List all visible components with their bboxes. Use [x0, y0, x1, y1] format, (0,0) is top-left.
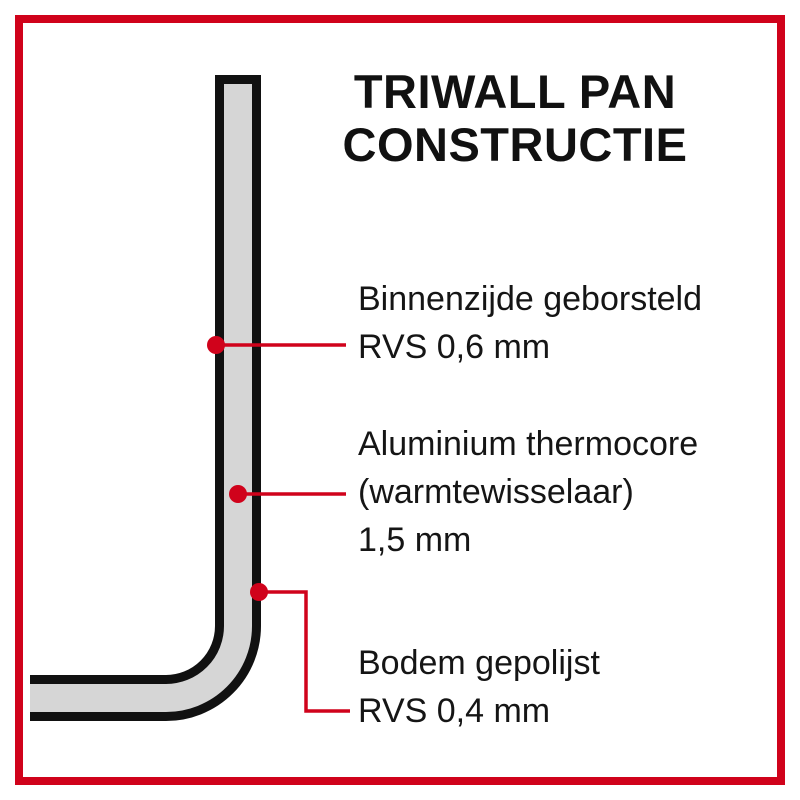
callout-label-inner-steel: Binnenzijde geborsteld RVS 0,6 mm — [358, 275, 783, 371]
callout-label-line: Aluminium thermocore — [358, 425, 699, 463]
callout-dot-aluminium-core — [229, 485, 247, 503]
callout-label-line: Binnenzijde geborsteld — [358, 280, 703, 318]
callout-label-line: RVS 0,6 mm — [358, 328, 551, 366]
diagram-title: TRIWALL PAN CONSTRUCTIE — [300, 65, 730, 171]
callout-label-line: 1,5 mm — [358, 521, 472, 559]
callout-label-line: Bodem gepolijst — [358, 644, 600, 682]
callout-dot-inner-steel — [207, 336, 225, 354]
leader-line-bottom-steel — [259, 590, 350, 713]
pan-wall-aluminium-core — [30, 84, 252, 712]
callout-label-aluminium-core: Aluminium thermocore (warmtewisselaar) 1… — [358, 420, 783, 564]
pan-wall-steel-layers — [30, 75, 261, 721]
callout-label-bottom-steel: Bodem gepolijst RVS 0,4 mm — [358, 639, 783, 735]
frame-border — [15, 15, 785, 785]
callout-dot-bottom-steel — [250, 583, 268, 601]
callout-label-line: RVS 0,4 mm — [358, 692, 551, 730]
diagram-title-line-1: TRIWALL PAN — [353, 65, 677, 118]
callout-label-line: (warmtewisselaar) — [358, 473, 634, 511]
diagram-title-line-2: CONSTRUCTIE — [342, 117, 688, 171]
